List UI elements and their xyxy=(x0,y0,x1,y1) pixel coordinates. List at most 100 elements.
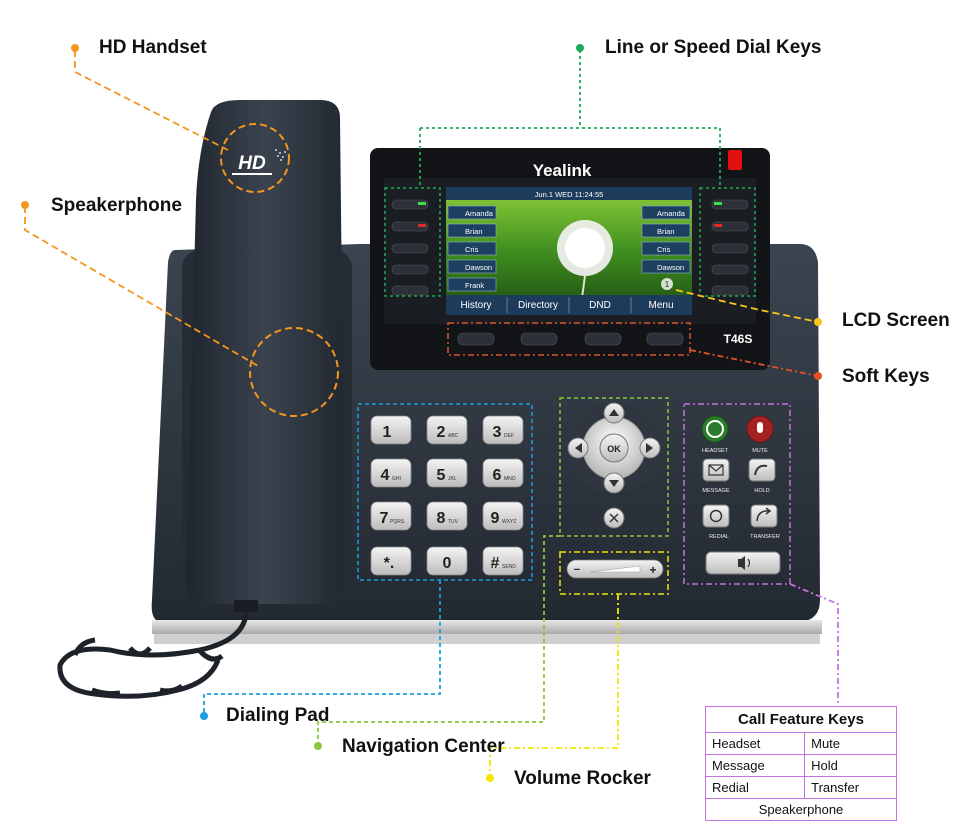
svg-text:1: 1 xyxy=(665,280,670,289)
line-keys-left[interactable] xyxy=(391,199,429,296)
svg-text:DEF: DEF xyxy=(504,433,514,439)
volume-rocker-leader xyxy=(489,594,619,777)
status-time: Jun.1 WED 11:24:55 xyxy=(535,190,604,199)
svg-text:SEND: SEND xyxy=(502,564,516,570)
key-1[interactable]: 1 xyxy=(370,415,412,445)
headset-icon xyxy=(706,420,724,438)
svg-text:JKL: JKL xyxy=(448,476,457,482)
line-key[interactable] xyxy=(711,264,749,275)
headset-button[interactable]: HEADSET xyxy=(701,415,729,454)
cancel-x-icon[interactable] xyxy=(603,507,625,529)
ok-button[interactable] xyxy=(599,433,629,463)
softkey-label-menu: Menu xyxy=(648,300,673,311)
mute-button[interactable]: MUTE xyxy=(746,415,774,454)
svg-text:TRANSFER: TRANSFER xyxy=(750,534,780,540)
table-row: Speakerphone xyxy=(705,798,897,821)
line-key-led xyxy=(714,202,722,205)
dialing-pad-frame xyxy=(357,403,533,581)
table-row: Message Hold xyxy=(704,754,897,777)
left-line-keys-frame xyxy=(384,187,441,297)
svg-text:MNO: MNO xyxy=(504,476,516,482)
line-keys-label: Line or Speed Dial Keys xyxy=(605,37,822,58)
line-key[interactable] xyxy=(711,285,749,296)
line-key[interactable] xyxy=(391,264,429,275)
line-key[interactable] xyxy=(711,243,749,254)
screen-left-lines: Amanda Brian Cris Dawson Frank xyxy=(447,205,497,292)
softkey-label-directory: Directory xyxy=(518,300,558,311)
key-star[interactable]: *. xyxy=(370,546,412,576)
svg-text:9: 9 xyxy=(491,510,500,527)
wallpaper-dandelion xyxy=(557,220,613,313)
line-key[interactable] xyxy=(391,243,429,254)
table-cell: Message xyxy=(704,754,806,777)
line-key[interactable] xyxy=(391,285,429,296)
hd-dots-icon xyxy=(275,149,286,161)
table-cell: Mute xyxy=(804,732,897,755)
soft-keys-leader xyxy=(689,349,819,377)
svg-text:0: 0 xyxy=(443,555,452,572)
dialing-pad-leader xyxy=(203,580,441,716)
svg-text:6: 6 xyxy=(493,467,502,484)
svg-text:Frank: Frank xyxy=(465,281,484,290)
svg-text:MESSAGE: MESSAGE xyxy=(702,488,730,494)
message-button[interactable]: MESSAGE xyxy=(702,458,730,494)
mute-mic-icon xyxy=(757,422,763,433)
svg-text:Dawson: Dawson xyxy=(657,263,684,272)
soft-key[interactable] xyxy=(584,332,622,346)
svg-text:REDIAL: REDIAL xyxy=(709,534,729,540)
leader-lines xyxy=(24,50,839,777)
svg-text:Brian: Brian xyxy=(465,227,483,236)
volume-rocker[interactable]: − + xyxy=(566,559,664,579)
line-key-led xyxy=(418,224,426,227)
soft-key[interactable] xyxy=(457,332,495,346)
page-indicator xyxy=(661,278,673,290)
hd-handset[interactable]: HD xyxy=(182,100,352,612)
volume-wedge xyxy=(589,565,641,573)
table-cell: Transfer xyxy=(804,776,897,799)
svg-text:HEADSET: HEADSET xyxy=(702,448,729,454)
table-cell: Hold xyxy=(804,754,897,777)
ok-label: OK xyxy=(607,444,621,454)
line-keys-right[interactable] xyxy=(711,199,749,296)
redial-button[interactable]: REDIAL xyxy=(702,504,730,540)
speakerphone-button[interactable] xyxy=(705,551,781,575)
table-cell: Redial xyxy=(704,776,806,799)
speakerphone-leader xyxy=(24,206,259,367)
feature-keys-frame xyxy=(683,403,791,585)
navigation-center[interactable]: OK xyxy=(567,402,661,529)
softkey-label-history: History xyxy=(460,300,491,311)
nav-up-icon[interactable] xyxy=(603,402,625,424)
svg-text:Brian: Brian xyxy=(657,227,675,236)
svg-text:Cris: Cris xyxy=(657,245,671,254)
hold-button[interactable]: HOLD xyxy=(748,458,776,494)
key-0[interactable]: 0 xyxy=(426,546,468,576)
svg-text:8: 8 xyxy=(437,510,446,527)
transfer-button[interactable]: TRANSFER xyxy=(750,504,780,540)
hold-handset-icon xyxy=(754,464,768,476)
brand-logo: Yealink xyxy=(533,161,592,180)
nav-down-icon[interactable] xyxy=(603,472,625,494)
nav-right-icon[interactable] xyxy=(639,437,661,459)
model-label: T46S xyxy=(724,332,753,346)
feature-keys[interactable]: HEADSET MUTE MESSAGE HOLD REDIAL TRANSFE… xyxy=(701,415,781,575)
line-key-led xyxy=(714,224,722,227)
nav-left-icon[interactable] xyxy=(567,437,589,459)
key-pound[interactable]: #SEND xyxy=(482,546,524,576)
soft-keys[interactable] xyxy=(457,332,684,346)
feature-table-title: Call Feature Keys xyxy=(705,706,897,733)
message-indicator-led xyxy=(728,150,742,170)
soft-key[interactable] xyxy=(520,332,558,346)
soft-key[interactable] xyxy=(646,332,684,346)
svg-text:4: 4 xyxy=(381,467,390,484)
screen-right-lines: Amanda Brian Cris Dawson xyxy=(641,205,691,274)
